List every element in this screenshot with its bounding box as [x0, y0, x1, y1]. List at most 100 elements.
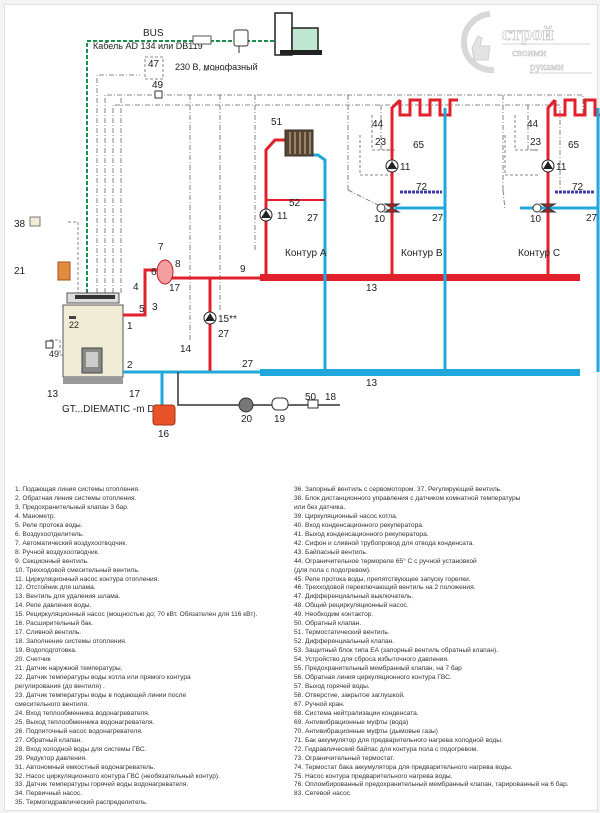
boiler-model-label: GT...DIEMATIC -m Delta*	[62, 404, 175, 415]
radiator-icon	[284, 129, 314, 157]
legend-item: регулирования (до вентиля) .	[15, 682, 105, 690]
logo-line3: руками	[530, 61, 564, 73]
legend-item: 28. Вход холодной воды для системы ГВС.	[15, 745, 147, 753]
logo-line2: своими	[512, 47, 546, 59]
legend-item: 20. Счетчик	[15, 656, 51, 664]
legend-item: 75. Насос контура предварительного нагре…	[294, 772, 453, 780]
legend-item: 45. Реле протока воды, препятствующее за…	[294, 575, 471, 583]
legend-item: или без датчика.	[294, 503, 346, 511]
water-treatment-19	[271, 397, 289, 411]
tag-72b: 72	[416, 182, 428, 193]
legend-item: 50. Обратный клапан.	[294, 620, 362, 628]
tag-5: 5	[139, 304, 145, 315]
legend-item: 53. Защитный блок типа ЕА (запорный вент…	[294, 647, 499, 655]
legend-item: 68. Система нейтрализации конденсата.	[294, 709, 419, 717]
legend-item: 70. Антивибрационные муфты (дымовые газы…	[294, 727, 438, 735]
legend-item: 18. Заполнение системы отопления.	[15, 638, 127, 646]
tag-23b: 23	[375, 137, 387, 148]
tag-22: 22	[69, 320, 79, 330]
legend-item: 74. Термостат бака аккумулятора для пред…	[294, 763, 513, 771]
tag-16: 16	[158, 429, 170, 440]
sensor-wiring	[50, 56, 540, 356]
boiler	[62, 292, 124, 384]
tag-65c: 65	[568, 140, 580, 151]
mixing-valves	[376, 203, 557, 213]
contactor-49b	[45, 340, 54, 349]
legend-item: 38. Блок дистанционного управления с дат…	[294, 494, 521, 502]
legend-item: 15. Рециркуляционный насос (мощностью до…	[15, 611, 258, 619]
tag-3: 3	[152, 302, 158, 313]
tag-10c: 10	[530, 214, 542, 225]
legend-item: 54. Устройство для сброса избыточного да…	[294, 656, 449, 664]
tag-72c: 72	[572, 182, 584, 193]
supply-header	[260, 274, 580, 281]
tag-17a: 17	[169, 283, 181, 294]
legend-item: 40. Вход конденсационного рекуператора.	[294, 521, 424, 529]
logo-line1: строй	[502, 23, 554, 45]
legend-item: 7. Автоматический воздухоотводчик.	[15, 539, 128, 547]
tag-10b: 10	[374, 214, 386, 225]
legend-item: 41. Выход конденсационного рекуператора.	[294, 530, 429, 538]
pump-arrows	[205, 161, 553, 321]
legend-item: 24. Вход теплообменника водонагревателя.	[15, 709, 150, 717]
computer-icon	[274, 12, 322, 56]
mixing-valve-10-c	[539, 203, 557, 213]
legend-item: 13. Вентиль для удаления шлама.	[15, 593, 121, 601]
tag-4: 4	[133, 282, 139, 293]
legend-item: 42. Сифон и сливной трубопровод для отво…	[294, 539, 475, 547]
tag-27d: 27	[432, 213, 444, 224]
legend-item: 43. Байпасный вентиль.	[294, 548, 368, 556]
thumbs-up-icon	[471, 35, 491, 61]
legend-item: 35. Термогидравлический распределитель.	[15, 799, 148, 807]
tag-11a: 11	[277, 211, 288, 222]
legend-item: 11. Циркуляционный насос контура отоплен…	[15, 575, 160, 583]
meter-20	[238, 397, 254, 413]
return-header	[260, 369, 580, 376]
legend-item: 21. Датчик наружной температуры.	[15, 665, 123, 673]
legend-item: 48. Общий рециркуляционный насос.	[294, 602, 409, 610]
legend-item: 19. Водоподготовка.	[15, 647, 77, 655]
tag-44b: 44	[372, 119, 384, 130]
power-label: 230 В, монофазный	[175, 62, 258, 72]
legend-item: 57. Выход горячей воды.	[294, 682, 370, 690]
remote-thermostat-icon	[233, 29, 249, 53]
legend-item: 8. Ручной воздухоотводчик.	[15, 548, 100, 556]
legend-item: 1. Подающая линия системы отопления.	[15, 486, 140, 493]
cable-label: Кабель AD 134 или DB119	[93, 41, 203, 51]
expansion-tank-16	[152, 404, 176, 426]
tag-27b: 27	[242, 359, 254, 370]
bus-cable	[86, 40, 275, 293]
legend-item: 6. Воздухоотделитель.	[15, 530, 84, 538]
legend-item: 34. Первичный насос.	[15, 790, 83, 798]
legend-item: 9. Секционный вентиль.	[15, 557, 89, 565]
legend-item: 76. Опломбированный предохранительный ме…	[294, 781, 569, 789]
tag-20: 20	[241, 414, 253, 425]
tag-14: 14	[180, 344, 192, 355]
legend-item: 22. Датчик температуры воды котла или пр…	[15, 674, 191, 682]
legend-item: 2. Обратная линия системы отопления.	[15, 494, 137, 502]
tag-1: 1	[127, 321, 133, 332]
tag-11b: 11	[400, 162, 411, 173]
tag-47: 47	[148, 59, 160, 70]
tag-51: 51	[271, 117, 283, 128]
tag-27c: 27	[307, 213, 319, 224]
tag-19: 19	[274, 414, 286, 425]
tag-8: 8	[175, 259, 181, 270]
tag-44c: 44	[527, 119, 539, 130]
tag-9: 9	[240, 264, 246, 275]
tag-38: 38	[14, 219, 26, 230]
tag-27e: 27	[586, 213, 598, 224]
legend-item: 10. Трехходовой смесительный вентиль.	[15, 566, 140, 574]
tag-23c: 23	[530, 137, 542, 148]
tag-13c: 13	[366, 378, 378, 389]
tag-17b: 17	[129, 389, 141, 400]
tag-11c: 11	[556, 162, 567, 173]
legend-item: 58. Отверстие, закрытое заглушкой.	[294, 691, 405, 699]
legend-item: 3. Предохранительный клапан 3 бар.	[15, 503, 129, 511]
legend-item: 31. Автономный емкостный водонагреватель…	[15, 763, 156, 771]
circuit-b-label: Контур B	[401, 248, 443, 259]
legend-item: 47. Дифференциальный выключатель.	[294, 593, 414, 601]
tag-52: 52	[289, 198, 301, 209]
legend-item: 55. Предохранительный мембранный клапан,…	[294, 665, 462, 673]
